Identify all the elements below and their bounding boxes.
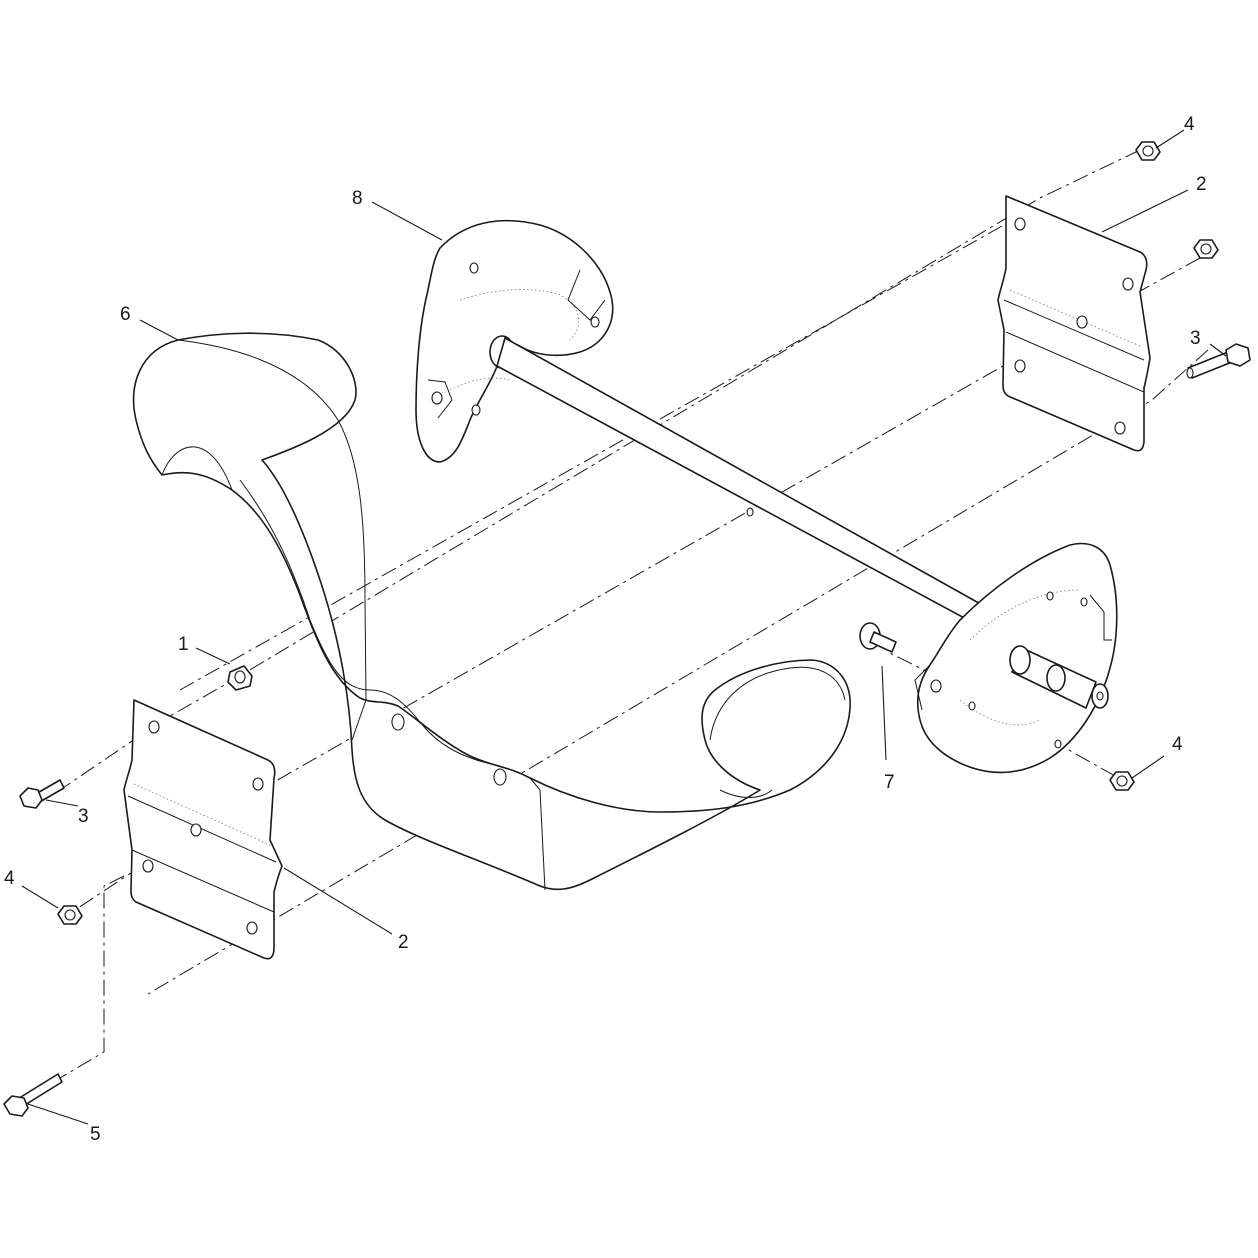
end-plate-right <box>914 542 1118 774</box>
callout-4-right: 4 <box>1172 734 1183 755</box>
callout-4-left: 4 <box>4 868 15 889</box>
callout-5: 5 <box>90 1124 101 1145</box>
callout-3-right: 3 <box>1190 328 1201 349</box>
nut-part-4-mid <box>1193 239 1219 259</box>
callout-7: 7 <box>884 772 895 793</box>
nut-part-4-left <box>57 905 83 925</box>
callout-2-left: 2 <box>398 932 409 953</box>
pin-part-7 <box>859 622 897 653</box>
callout-3-left: 3 <box>78 806 89 827</box>
bolt-part-5 <box>3 1073 63 1117</box>
bracket-plate-part-2-right <box>997 195 1151 452</box>
callout-1: 1 <box>178 634 189 655</box>
callout-8: 8 <box>352 188 363 209</box>
bolt-part-3-left <box>19 779 65 809</box>
nut-part-4-right <box>1109 771 1135 791</box>
callout-2-right: 2 <box>1196 174 1207 195</box>
nut-part-4-top <box>1135 141 1161 161</box>
callout-labels: 4 2 3 4 8 6 1 3 4 2 5 7 <box>4 114 1207 1145</box>
housing-part-6 <box>132 332 851 891</box>
leader-lines <box>21 129 1227 1125</box>
end-plate-part-8 <box>415 219 614 463</box>
callout-6: 6 <box>120 304 131 325</box>
callout-4-top: 4 <box>1184 114 1195 135</box>
bracket-plate-part-2-left <box>123 699 283 960</box>
spacer-part-1 <box>227 665 253 691</box>
bolt-part-3-right <box>1186 343 1251 379</box>
cross-shaft <box>496 337 1003 635</box>
